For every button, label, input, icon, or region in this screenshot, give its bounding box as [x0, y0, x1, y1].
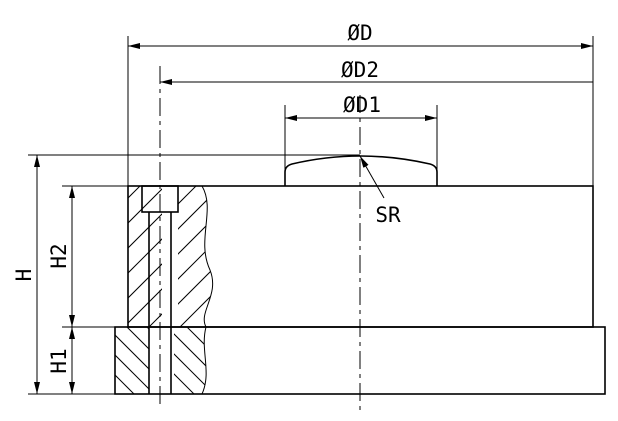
label-dome-diameter: ØD1	[343, 93, 381, 117]
section-hatch-left-base	[115, 327, 149, 394]
label-bolt-circle-diameter: ØD2	[341, 58, 379, 82]
label-total-height: H	[12, 269, 36, 282]
extension-lines	[28, 36, 594, 395]
label-outer-diameter: ØD	[347, 21, 372, 45]
label-base-height: H1	[47, 348, 71, 373]
label-spherical-radius: SR	[375, 203, 401, 227]
dome-outline	[284, 155, 438, 186]
leader-spherical-radius	[359, 155, 385, 199]
section-hatch-right-body	[178, 186, 213, 327]
section-hatch-right-base	[174, 327, 207, 394]
break-line-base	[201, 326, 207, 395]
label-body-height: H2	[47, 243, 71, 268]
section-hatch-left-body	[128, 186, 162, 327]
break-line-body	[201, 185, 214, 328]
